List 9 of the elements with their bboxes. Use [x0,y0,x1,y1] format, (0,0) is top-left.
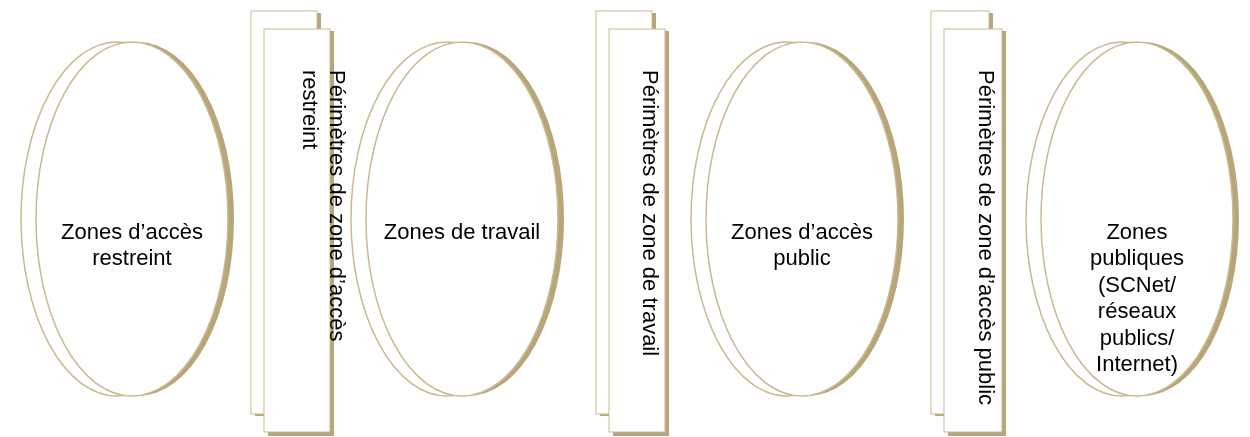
zone-label: Zones d’accès public [730,219,874,272]
perimeter-label: Périmètres de zone de travail [637,70,664,359]
zone-label: Zones d’accès restreint [60,219,204,272]
perimeter-panel [595,10,671,437]
perimeter-label: Périmètres de zone d’accès public [973,70,1000,408]
zone-label: Zones de travail [382,219,542,246]
perimeter-label: Périmètres de zone d’accès restreint [297,70,350,344]
perimeter-panel [930,10,1008,437]
zone-label: Zones publiques (SCNet/ réseaux publics/ Internet) [1088,219,1186,378]
